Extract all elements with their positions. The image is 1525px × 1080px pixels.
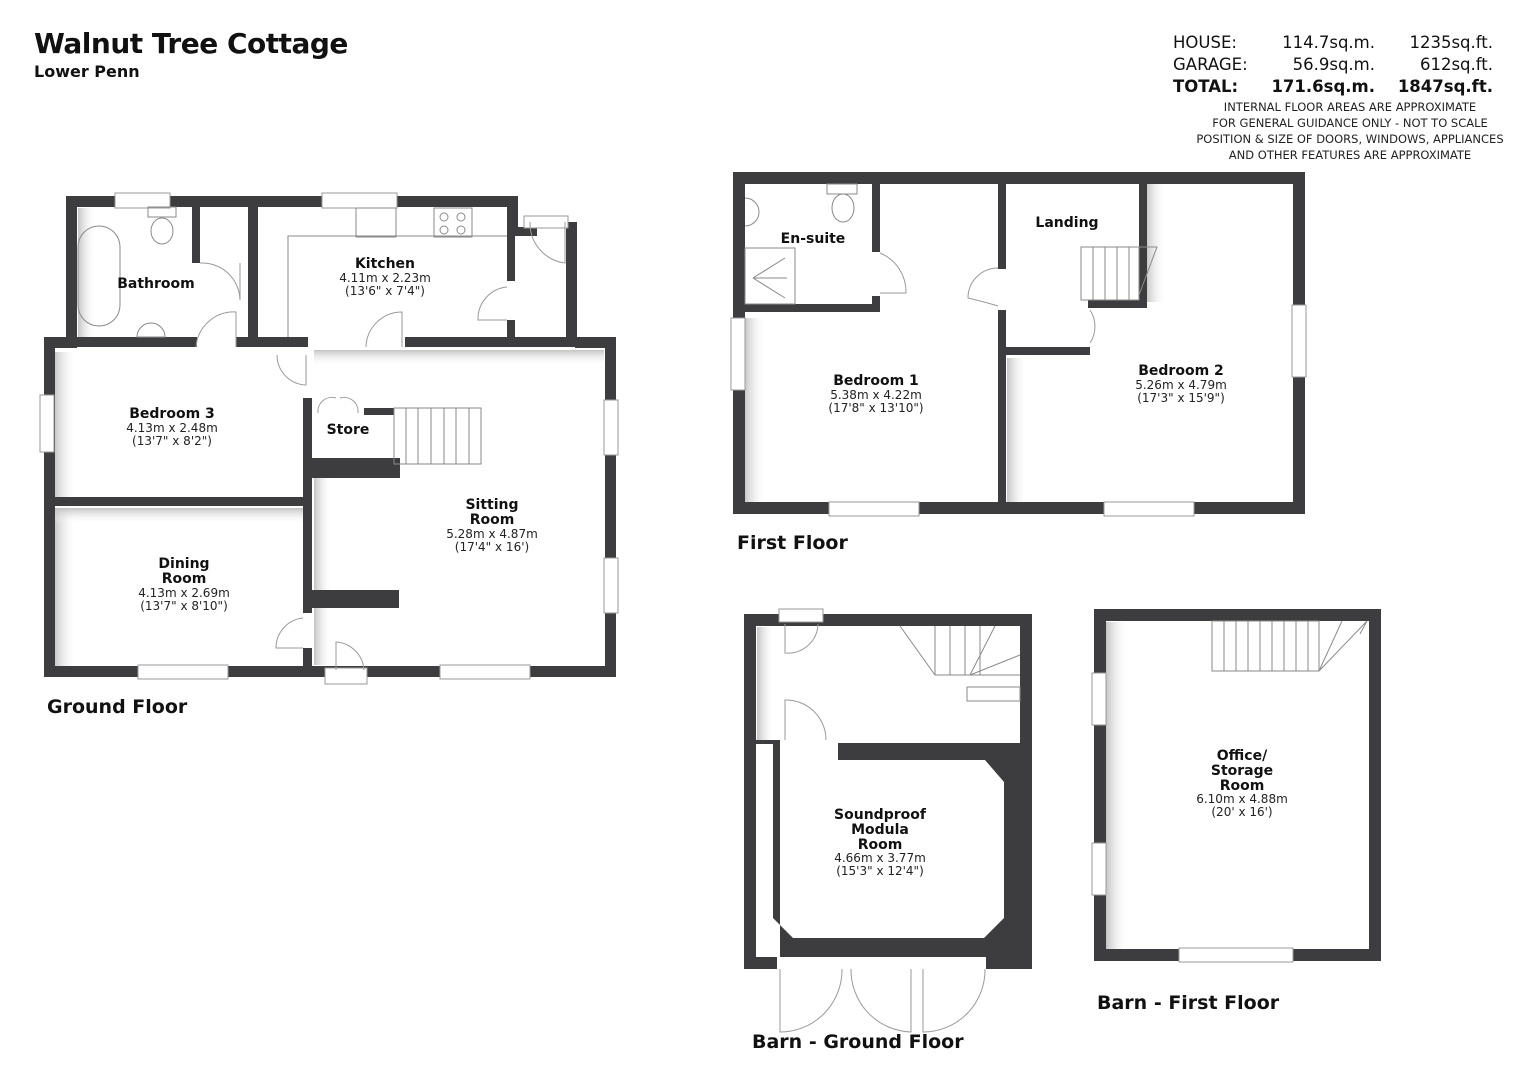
kitchen-sink-icon [355, 207, 397, 238]
room-dim-imperial: (13'7" x 8'10") [140, 599, 228, 613]
room-dim-imperial: (15'3" x 12'4") [836, 864, 924, 878]
room-label-office-storage-2: Storage [1211, 763, 1273, 779]
room-dim-metric: 6.10m x 4.88m [1196, 792, 1288, 806]
room-dim-metric: 4.11m x 2.23m [339, 271, 431, 285]
room-label-office-storage: Office/ [1217, 748, 1268, 764]
room-dim-metric: 4.66m x 3.77m [834, 851, 926, 865]
floor-label-ground: Ground Floor [47, 696, 188, 718]
first-floor-plan: En-suite Landing Bedroom 1 5.38m x 4.22m… [730, 172, 1307, 554]
disclaimer-line: AND OTHER FEATURES ARE APPROXIMATE [1228, 148, 1472, 162]
room-dim-metric: 4.13m x 2.48m [126, 421, 218, 435]
room-label-bedroom-1: Bedroom 1 [833, 373, 919, 389]
area-sqm: 114.7sq.m. [1282, 33, 1375, 52]
ground-floor-plan: Bathroom Kitchen 4.11m x 2.23m (13'6" x … [39, 192, 619, 718]
room-dim-imperial: (13'6" x 7'4") [345, 284, 425, 298]
area-summary: HOUSE: 114.7sq.m. 1235sq.ft. GARAGE: 56.… [1173, 32, 1493, 98]
room-label-kitchen: Kitchen [355, 256, 415, 272]
floor-label-barn-first: Barn - First Floor [1097, 992, 1280, 1014]
disclaimer-line: FOR GENERAL GUIDANCE ONLY - NOT TO SCALE [1212, 116, 1488, 130]
room-dim-metric: 4.13m x 2.69m [138, 586, 230, 600]
toilet-icon [831, 193, 855, 223]
room-dim-imperial: (17'3" x 15'9") [1137, 391, 1225, 405]
room-label-bathroom: Bathroom [117, 276, 195, 292]
room-label-en-suite: En-suite [781, 231, 846, 247]
room-dim-imperial: (20' x 16') [1211, 805, 1272, 819]
hob-icon [433, 207, 473, 238]
floor-label-first: First Floor [737, 532, 848, 554]
room-label-dining-room-2: Room [162, 571, 207, 587]
area-label: GARAGE: [1173, 55, 1248, 74]
room-dim-metric: 5.38m x 4.22m [830, 388, 922, 402]
room-label-sitting-room: Sitting [465, 497, 518, 513]
floor-label-barn-ground: Barn - Ground Floor [752, 1031, 964, 1053]
room-label-sitting-room-2: Room [470, 512, 515, 528]
room-label-soundproof-room-3: Room [858, 837, 903, 853]
room-label-bedroom-3: Bedroom 3 [129, 406, 215, 422]
area-sqft: 1847sq.ft. [1397, 77, 1493, 96]
area-sqft: 1235sq.ft. [1409, 33, 1493, 52]
disclaimer-line: POSITION & SIZE OF DOORS, WINDOWS, APPLI… [1196, 132, 1504, 146]
area-sqm: 56.9sq.m. [1292, 55, 1375, 74]
disclaimer-line: INTERNAL FLOOR AREAS ARE APPROXIMATE [1223, 100, 1477, 114]
room-label-dining-room: Dining [158, 556, 209, 572]
staircase-icon [899, 625, 1021, 702]
room-label-bedroom-2: Bedroom 2 [1138, 363, 1224, 379]
room-dim-metric: 5.26m x 4.79m [1135, 378, 1227, 392]
room-label-office-storage-3: Room [1220, 778, 1265, 794]
area-row-garage: GARAGE: 56.9sq.m. 612sq.ft. [1173, 54, 1493, 76]
room-label-store: Store [327, 422, 370, 438]
room-label-soundproof-room-2: Modula [851, 822, 909, 838]
area-row-house: HOUSE: 114.7sq.m. 1235sq.ft. [1173, 32, 1493, 54]
area-label: TOTAL: [1173, 77, 1239, 96]
room-dim-imperial: (17'4" x 16') [455, 540, 529, 554]
room-label-soundproof-room: Soundproof [834, 807, 927, 823]
shower-icon [744, 247, 796, 305]
disclaimer-notes: INTERNAL FLOOR AREAS ARE APPROXIMATE FOR… [1180, 99, 1520, 163]
area-sqft: 612sq.ft. [1419, 55, 1493, 74]
area-sqm: 171.6sq.m. [1271, 77, 1375, 96]
room-dim-imperial: (17'8" x 13'10") [828, 401, 923, 415]
room-label-landing: Landing [1035, 215, 1098, 231]
bathtub-icon [77, 225, 121, 327]
room-dim-imperial: (13'7" x 8'2") [132, 434, 212, 448]
room-dim-metric: 5.28m x 4.87m [446, 527, 538, 541]
property-location: Lower Penn [34, 62, 140, 81]
area-label: HOUSE: [1173, 33, 1237, 52]
sink-icon [136, 322, 166, 338]
barn-ground-floor-plan: Soundproof Modula Room 4.66m x 3.77m (15… [744, 608, 1032, 1053]
property-title: Walnut Tree Cottage [34, 27, 348, 60]
barn-first-floor-plan: Office/ Storage Room 6.10m x 4.88m (20' … [1091, 609, 1381, 1014]
basin-icon [744, 197, 760, 227]
staircase-icon [1080, 246, 1158, 301]
staircase-icon [1211, 620, 1368, 672]
area-row-total: TOTAL: 171.6sq.m. 1847sq.ft. [1173, 76, 1493, 98]
staircase-icon [393, 407, 482, 465]
toilet-icon [150, 217, 174, 245]
